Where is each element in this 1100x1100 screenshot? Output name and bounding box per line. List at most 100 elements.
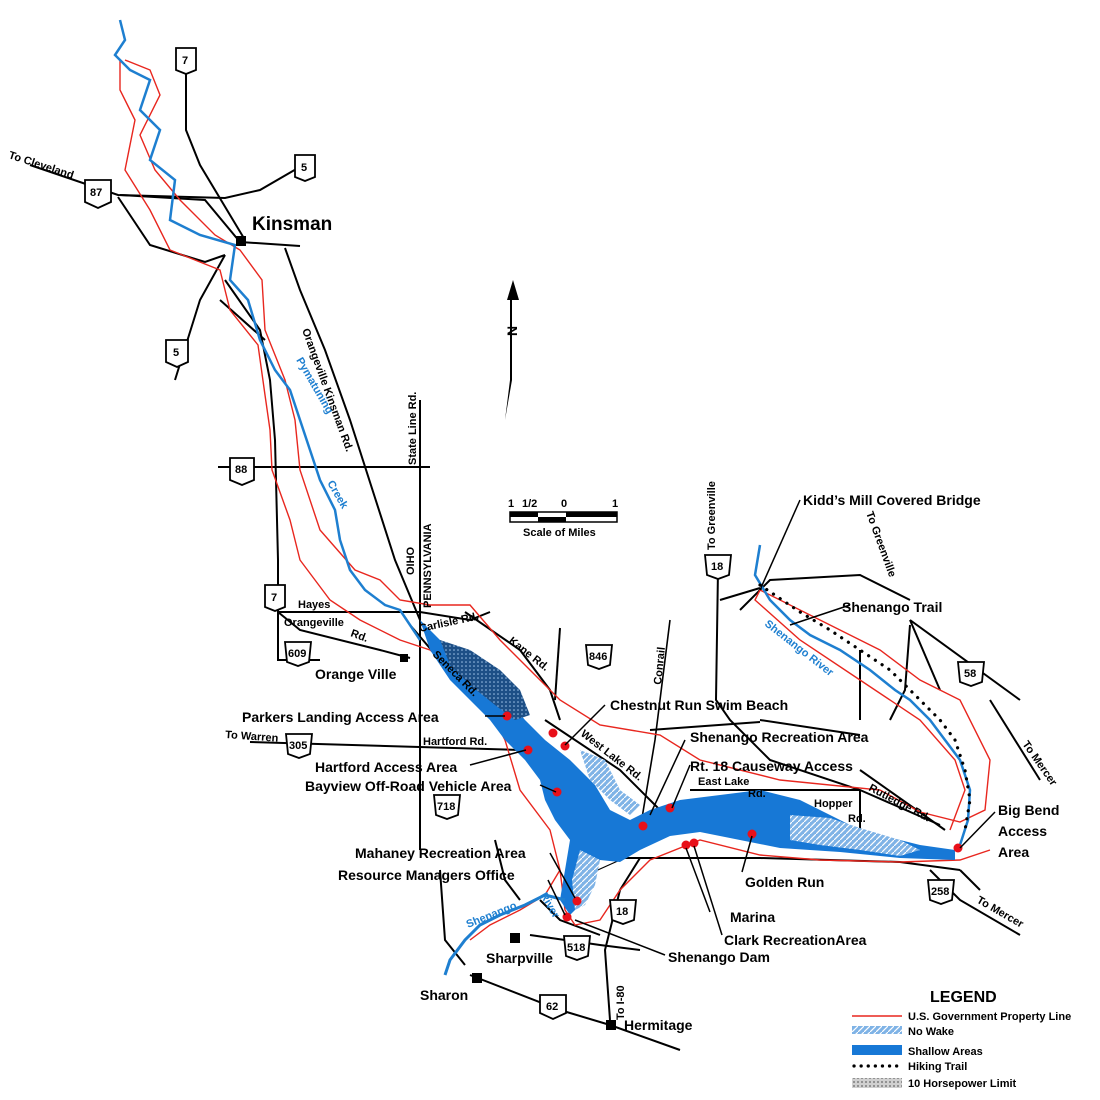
town-square-sharpville bbox=[510, 933, 520, 943]
access-point-bayview[interactable] bbox=[552, 787, 562, 797]
pymatuning-creek bbox=[113, 19, 422, 641]
road-label-orangeville-2: Rd. bbox=[349, 628, 370, 645]
label-chestnut-run: Chestnut Run Swim Beach bbox=[610, 697, 788, 713]
label-clark: Clark RecreationArea bbox=[724, 932, 867, 948]
hiking-trail bbox=[758, 583, 972, 832]
shield-oh88: 88 bbox=[229, 457, 255, 486]
legend-item-hp: 10 Horsepower Limit bbox=[908, 1078, 1017, 1090]
shield-pa18-top: 18 bbox=[704, 554, 732, 580]
scale-tick-1: 1 bbox=[508, 498, 514, 510]
label-parkers-landing: Parkers Landing Access Area bbox=[242, 709, 439, 725]
access-point-golden-run[interactable] bbox=[747, 829, 757, 839]
svg-text:18: 18 bbox=[616, 906, 628, 918]
svg-text:305: 305 bbox=[289, 740, 307, 752]
north-arrow: N bbox=[504, 280, 520, 420]
road-label-ohio: OIHO bbox=[405, 546, 417, 575]
town-markers bbox=[236, 236, 616, 1030]
scale-caption: Scale of Miles bbox=[523, 527, 596, 539]
no-wake-zone bbox=[790, 815, 920, 856]
road-label-orangeville-kinsman: Orangeville Kinsman Rd. bbox=[299, 327, 355, 453]
town-sharon: Sharon bbox=[420, 987, 468, 1003]
north-label: N bbox=[504, 326, 520, 336]
svg-text:7: 7 bbox=[182, 55, 188, 67]
svg-text:846: 846 bbox=[589, 651, 607, 663]
legend-swatch-hp bbox=[852, 1078, 902, 1088]
road-label-hopper-2: Rd. bbox=[848, 813, 866, 825]
road-label-orangeville-1: Orangeville bbox=[284, 617, 344, 629]
shield-pa18-low: 18 bbox=[609, 899, 637, 925]
label-rt18-causeway: Rt. 18 Causeway Access bbox=[690, 758, 853, 774]
shield-oh7-mid: 7 bbox=[264, 584, 286, 612]
road-label-east-lake-2: Rd. bbox=[748, 788, 766, 800]
road-label-to-warren: To Warren bbox=[225, 729, 279, 745]
shield-pa305: 305 bbox=[285, 733, 313, 759]
legend-item-property: U.S. Government Property Line bbox=[908, 1011, 1071, 1023]
shenango-river-lower bbox=[443, 893, 566, 976]
scale-bar: 1 1/2 0 1 Scale of Miles bbox=[508, 498, 618, 539]
road-label-hopper-1: Hopper bbox=[814, 798, 853, 810]
svg-text:7: 7 bbox=[271, 592, 277, 604]
access-point-conrail[interactable] bbox=[638, 821, 648, 831]
road-label-to-mercer-1: To Mercer bbox=[1020, 739, 1060, 789]
access-point-chestnut-run[interactable] bbox=[548, 728, 558, 738]
no-wake-zone-south bbox=[572, 850, 600, 910]
access-point-marina[interactable] bbox=[681, 840, 691, 850]
town-sharpville: Sharpville bbox=[486, 950, 553, 966]
legend-swatch-shallow bbox=[852, 1045, 902, 1055]
road-label-hayes: Hayes bbox=[298, 599, 330, 611]
legend-item-no-wake: No Wake bbox=[908, 1026, 954, 1038]
shield-us87: 87 bbox=[84, 179, 112, 209]
site-labels: Kidd’s Mill Covered Bridge Shenango Trai… bbox=[242, 492, 1059, 965]
label-hartford-access: Hartford Access Area bbox=[315, 759, 457, 775]
town-hermitage: Hermitage bbox=[624, 1017, 693, 1033]
access-point-big-bend[interactable] bbox=[953, 843, 963, 853]
access-point-clark[interactable] bbox=[689, 838, 699, 848]
road-label-hartford: Hartford Rd. bbox=[423, 736, 487, 748]
town-orange-ville: Orange Ville bbox=[315, 666, 397, 682]
road-label-to-greenville-2: To Greenville bbox=[863, 510, 898, 579]
label-shenango-trail: Shenango Trail bbox=[842, 599, 942, 615]
label-mahaney: Mahaney Recreation Area bbox=[355, 845, 526, 861]
town-kinsman: Kinsman bbox=[252, 214, 332, 235]
road-label-east-lake-1: East Lake bbox=[698, 776, 749, 788]
shield-pa718: 718 bbox=[433, 794, 461, 820]
road-label-carlisle: Carlisle Rd. bbox=[418, 611, 480, 635]
access-point-hartford[interactable] bbox=[523, 745, 533, 755]
svg-text:87: 87 bbox=[90, 187, 102, 199]
legend-item-trail: Hiking Trail bbox=[908, 1061, 967, 1073]
road-label-to-greenville-1: To Greenville bbox=[706, 481, 718, 550]
lake bbox=[420, 620, 955, 915]
svg-text:718: 718 bbox=[437, 801, 455, 813]
shield-oh5-mid: 5 bbox=[165, 339, 189, 368]
label-big-bend-2: Access bbox=[998, 823, 1047, 839]
svg-text:609: 609 bbox=[288, 648, 306, 660]
label-kidds-mill: Kidd’s Mill Covered Bridge bbox=[803, 492, 981, 508]
access-point-mahaney[interactable] bbox=[572, 896, 582, 906]
road-label-pennsylvania: PENNSYLVANIA bbox=[422, 523, 434, 608]
shield-oh7-top: 7 bbox=[175, 47, 197, 75]
scale-tick-r1: 1 bbox=[612, 498, 618, 510]
svg-text:258: 258 bbox=[931, 886, 949, 898]
shield-us62: 62 bbox=[539, 994, 567, 1020]
road-label-rutledge: Rutledge Rd. bbox=[867, 782, 933, 824]
label-big-bend-1: Big Bend bbox=[998, 802, 1059, 818]
shield-oh5-top: 5 bbox=[294, 154, 316, 182]
access-point-parkers-landing[interactable] bbox=[502, 711, 512, 721]
svg-text:518: 518 bbox=[567, 942, 585, 954]
label-resource-office: Resource Managers Office bbox=[338, 867, 515, 883]
town-square-kinsman bbox=[236, 236, 246, 246]
leader-lines bbox=[469, 499, 996, 956]
label-big-bend-3: Area bbox=[998, 844, 1029, 860]
road-label-state-line: State Line Rd. bbox=[407, 392, 419, 465]
town-labels: Kinsman Orange Ville Sharpville Sharon H… bbox=[252, 214, 693, 1033]
legend-item-shallow: Shallow Areas bbox=[908, 1046, 983, 1058]
scale-tick-0: 0 bbox=[561, 498, 567, 510]
no-wake-zone-north bbox=[580, 750, 640, 815]
svg-text:58: 58 bbox=[964, 668, 976, 680]
shield-pa518: 518 bbox=[563, 935, 591, 961]
label-shenango-rec: Shenango Recreation Area bbox=[690, 729, 869, 745]
legend-swatch-no-wake bbox=[852, 1026, 902, 1034]
svg-text:5: 5 bbox=[173, 347, 179, 359]
shield-pa258: 258 bbox=[927, 879, 955, 905]
